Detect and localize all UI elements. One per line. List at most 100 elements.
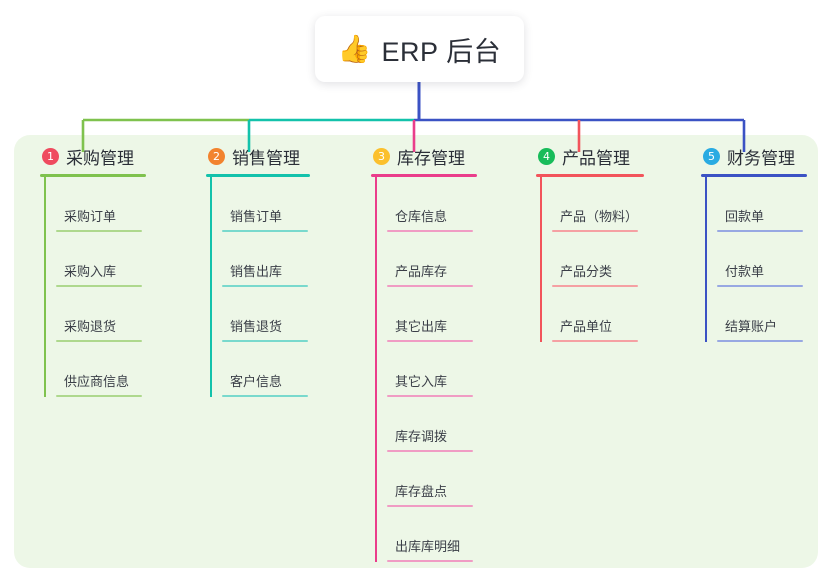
child-underline [552, 340, 638, 342]
root-node[interactable]: 👍 ERP 后台 [315, 16, 524, 82]
child-label: 出库库明细 [395, 539, 461, 554]
child-label: 其它出库 [395, 319, 448, 334]
child-underline [56, 340, 142, 342]
branch-underline-5 [701, 174, 807, 177]
child-underline [222, 230, 308, 232]
child-node[interactable]: 产品库存 [383, 232, 477, 287]
child-label: 仓库信息 [395, 209, 448, 224]
branch-title-5: 财务管理 [727, 148, 795, 168]
branch-header-5[interactable]: 5 财务管理 [701, 143, 807, 169]
branches-panel [14, 135, 818, 568]
child-node[interactable]: 库存盘点 [383, 452, 477, 507]
child-underline [552, 230, 638, 232]
child-node[interactable]: 库存调拨 [383, 397, 477, 452]
child-underline [387, 230, 473, 232]
branch-4[interactable]: 4 产品管理产品（物料） 产品分类产品单位 [536, 143, 644, 342]
child-node[interactable]: 产品单位 [548, 287, 644, 342]
child-label: 产品（物料） [560, 209, 639, 224]
branch-5[interactable]: 5 财务管理回款单付款单结算账户 [701, 143, 807, 342]
child-underline [387, 560, 473, 562]
branch-children-2: 销售订单销售出库销售退货客户信息 [206, 177, 310, 397]
child-label: 销售出库 [230, 264, 283, 279]
branch-3[interactable]: 3 库存管理仓库信息产品库存其它出库其它入库库存调拨库存盘点出库库明细 [371, 143, 477, 562]
child-label: 库存盘点 [395, 484, 448, 499]
child-node[interactable]: 出库库明细 [383, 507, 477, 562]
branch-badge-5: 5 [703, 147, 720, 165]
child-label: 销售退货 [230, 319, 283, 334]
child-label: 结算账户 [725, 319, 778, 334]
branch-children-1: 采购订单采购入库采购退货供应商信息 [40, 177, 146, 397]
child-label: 产品库存 [395, 264, 448, 279]
child-underline [387, 395, 473, 397]
child-label: 产品分类 [560, 264, 613, 279]
branch-title-2: 销售管理 [232, 148, 300, 168]
child-underline [56, 230, 142, 232]
branch-header-1[interactable]: 1 采购管理 [40, 143, 146, 169]
child-label: 客户信息 [230, 374, 283, 389]
child-node[interactable]: 采购退货 [52, 287, 146, 342]
child-node[interactable]: 付款单 [713, 232, 807, 287]
child-node[interactable]: 回款单 [713, 177, 807, 232]
child-node[interactable]: 其它入库 [383, 342, 477, 397]
branch-children-3: 仓库信息产品库存其它出库其它入库库存调拨库存盘点出库库明细 [371, 177, 477, 562]
branch-header-3[interactable]: 3 库存管理 [371, 143, 477, 169]
branch-underline-1 [40, 174, 146, 177]
child-node[interactable]: 采购订单 [52, 177, 146, 232]
child-node[interactable]: 销售退货 [218, 287, 310, 342]
branch-children-5: 回款单付款单结算账户 [701, 177, 807, 342]
child-node[interactable]: 结算账户 [713, 287, 807, 342]
branch-children-4: 产品（物料） 产品分类产品单位 [536, 177, 644, 342]
child-node[interactable]: 产品（物料） [548, 177, 644, 232]
branch-spine-2 [210, 177, 212, 397]
child-label: 回款单 [725, 209, 765, 224]
child-label: 采购退货 [64, 319, 117, 334]
child-node[interactable]: 销售订单 [218, 177, 310, 232]
child-node[interactable]: 客户信息 [218, 342, 310, 397]
branch-badge-1: 1 [42, 147, 59, 165]
child-label: 采购入库 [64, 264, 117, 279]
child-node[interactable]: 采购入库 [52, 232, 146, 287]
branch-spine-5 [705, 177, 707, 342]
child-node[interactable]: 其它出库 [383, 287, 477, 342]
child-underline [717, 340, 803, 342]
child-underline [387, 450, 473, 452]
child-label: 产品单位 [560, 319, 613, 334]
branch-spine-1 [44, 177, 46, 397]
branch-badge-3: 3 [373, 147, 390, 165]
child-underline [222, 395, 308, 397]
child-underline [56, 285, 142, 287]
branch-title-3: 库存管理 [397, 148, 465, 168]
branch-1[interactable]: 1 采购管理采购订单采购入库采购退货供应商信息 [40, 143, 146, 397]
branch-underline-4 [536, 174, 644, 177]
child-node[interactable]: 销售出库 [218, 232, 310, 287]
child-underline [387, 340, 473, 342]
thumbs-up-emoji: 👍 [337, 33, 372, 65]
branch-spine-4 [540, 177, 542, 342]
child-node[interactable]: 仓库信息 [383, 177, 477, 232]
child-node[interactable]: 供应商信息 [52, 342, 146, 397]
branch-title-1: 采购管理 [66, 148, 134, 168]
branch-title-4: 产品管理 [562, 148, 630, 168]
branch-underline-2 [206, 174, 310, 177]
child-underline [222, 340, 308, 342]
child-label: 销售订单 [230, 209, 283, 224]
child-label: 其它入库 [395, 374, 448, 389]
child-node[interactable]: 产品分类 [548, 232, 644, 287]
child-underline [387, 505, 473, 507]
child-underline [717, 285, 803, 287]
child-label: 采购订单 [64, 209, 117, 224]
child-label: 付款单 [725, 264, 765, 279]
branch-spine-3 [375, 177, 377, 562]
child-label: 供应商信息 [64, 374, 130, 389]
branch-badge-4: 4 [538, 147, 555, 165]
branch-header-4[interactable]: 4 产品管理 [536, 143, 644, 169]
root-title: ERP 后台 [381, 36, 502, 67]
child-underline [56, 395, 142, 397]
child-underline [717, 230, 803, 232]
child-underline [387, 285, 473, 287]
child-underline [222, 285, 308, 287]
child-label: 库存调拨 [395, 429, 448, 444]
